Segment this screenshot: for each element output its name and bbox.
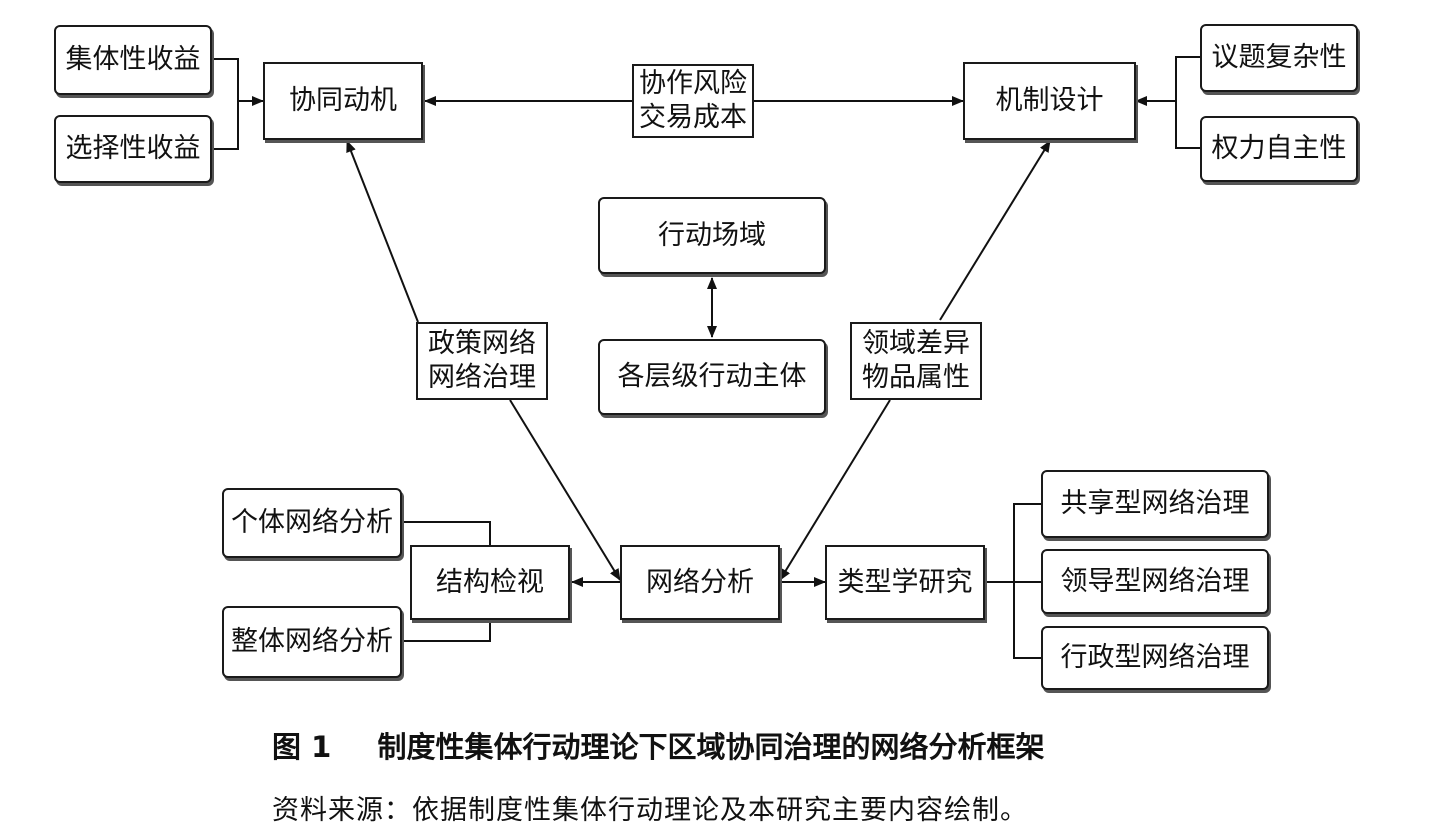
network-analysis-box: 网络分析 xyxy=(620,545,780,620)
policy-network-box: 政策网络 网络治理 xyxy=(416,322,548,400)
selective-benefit-label: 选择性收益 xyxy=(65,133,201,164)
risk-cost-line1: 协作风险 xyxy=(639,68,747,99)
shared-governance-label: 共享型网络治理 xyxy=(1060,488,1250,519)
arrow-policy-to-motive xyxy=(346,140,419,323)
lead-governance-label: 领导型网络治理 xyxy=(1060,565,1250,597)
figure-caption: 图 1 制度性集体行动理论下区域协同治理的网络分析框架 xyxy=(272,724,1045,766)
domain-diff-line2: 物品属性 xyxy=(862,362,970,393)
structure-review-label: 结构检视 xyxy=(436,566,544,598)
arrow-domain-to-mechanism xyxy=(939,140,1051,321)
arrow-domain-to-analysis xyxy=(779,399,891,581)
typology-box: 类型学研究 xyxy=(825,545,985,620)
selective-benefit-box: 选择性收益 xyxy=(54,115,212,183)
action-arena-label: 行动场域 xyxy=(658,219,766,251)
shared-governance-box: 共享型网络治理 xyxy=(1041,470,1269,538)
power-autonomy-box: 权力自主性 xyxy=(1200,116,1358,182)
actors-box: 各层级行动主体 xyxy=(598,339,826,415)
bracket-benefits xyxy=(212,58,239,150)
domain-diff-box: 领域差异 物品属性 xyxy=(850,322,982,400)
admin-governance-label: 行政型网络治理 xyxy=(1060,642,1250,673)
structure-review-box: 结构检视 xyxy=(410,545,570,620)
whole-network-label: 整体网络分析 xyxy=(231,626,393,657)
individual-network-box: 个体网络分析 xyxy=(222,488,402,558)
arrow-policy-to-analysis xyxy=(509,399,621,581)
collective-benefit-box: 集体性收益 xyxy=(54,25,212,95)
risk-cost-line2: 交易成本 xyxy=(639,102,747,133)
bracket-network-analyses xyxy=(402,521,491,545)
bracket-network-analyses-lower xyxy=(402,620,491,642)
whole-network-box: 整体网络分析 xyxy=(222,606,402,678)
policy-network-line1: 政策网络 xyxy=(428,328,536,359)
bracket-issues xyxy=(1175,56,1200,149)
risk-cost-box: 协作风险 交易成本 xyxy=(632,64,754,138)
individual-network-label: 个体网络分析 xyxy=(231,507,393,538)
figure-label: 图 1 xyxy=(272,730,332,764)
power-autonomy-label: 权力自主性 xyxy=(1211,133,1347,164)
actors-label: 各层级行动主体 xyxy=(617,361,807,392)
lead-governance-box: 领导型网络治理 xyxy=(1041,549,1269,614)
collective-benefit-label: 集体性收益 xyxy=(65,44,201,75)
policy-network-line2: 网络治理 xyxy=(428,362,536,393)
network-analysis-label: 网络分析 xyxy=(646,566,754,598)
figure-source: 资料来源：依据制度性集体行动理论及本研究主要内容绘制。 xyxy=(272,795,1028,826)
typology-label: 类型学研究 xyxy=(837,566,973,598)
admin-governance-box: 行政型网络治理 xyxy=(1041,626,1269,690)
issue-complexity-box: 议题复杂性 xyxy=(1200,24,1358,92)
issue-complexity-label: 议题复杂性 xyxy=(1211,42,1347,73)
domain-diff-line1: 领域差异 xyxy=(862,328,970,359)
mechanism-design-label: 机制设计 xyxy=(995,85,1104,116)
collab-motive-box: 协同动机 xyxy=(263,62,423,140)
figure-title: 制度性集体行动理论下区域协同治理的网络分析框架 xyxy=(377,730,1045,764)
mechanism-design-box: 机制设计 xyxy=(963,62,1136,140)
collab-motive-label: 协同动机 xyxy=(289,85,397,116)
action-arena-box: 行动场域 xyxy=(598,197,826,274)
